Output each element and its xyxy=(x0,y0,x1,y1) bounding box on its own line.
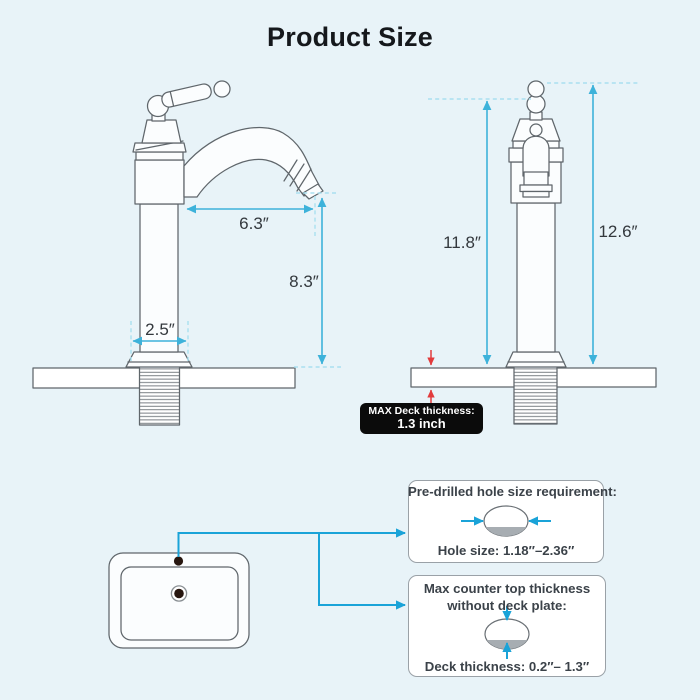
dimension-label-spout-reach: 6.3″ xyxy=(239,214,269,233)
hole-box-title: Pre-drilled hole size requirement: xyxy=(408,484,617,499)
deck-left xyxy=(33,368,295,388)
badge-line2: 1.3 inch xyxy=(397,416,446,432)
max-deck-thickness-badge: MAX Deck thickness: 1.3 inch xyxy=(360,403,483,434)
dimension-label-handle-height: 11.8″ xyxy=(443,233,481,252)
dimension-label-overall-height: 12.6″ xyxy=(598,222,638,241)
hole-box-value: Hole size: 1.18″–2.36″ xyxy=(437,543,575,558)
thickness-box-value: Deck thickness: 0.2″– 1.3″ xyxy=(424,659,590,674)
thickness-box-title: Max counter top thickness without deck p… xyxy=(408,581,606,615)
deck-right xyxy=(411,368,656,387)
sink-top-view xyxy=(108,552,250,649)
pre-drilled-hole-dot xyxy=(173,556,184,566)
threaded-shank-left xyxy=(138,367,181,426)
connector-to-hole-box xyxy=(177,528,406,557)
connector-lines xyxy=(177,528,406,610)
faucet-side-view xyxy=(32,80,324,426)
thickness-box-title-line2: without deck plate: xyxy=(447,597,567,613)
page-title: Product Size xyxy=(267,22,433,52)
threaded-shank-right xyxy=(513,367,558,425)
thickness-box-title-line1: Max counter top thickness xyxy=(423,581,591,596)
drain-icon xyxy=(170,585,188,602)
dimension-label-spout-height: 8.3″ xyxy=(289,272,319,291)
connector-to-thickness-box xyxy=(318,533,406,610)
dimension-label-base-width: 2.5″ xyxy=(145,320,175,339)
badge-line1: MAX Deck thickness: xyxy=(368,405,475,417)
